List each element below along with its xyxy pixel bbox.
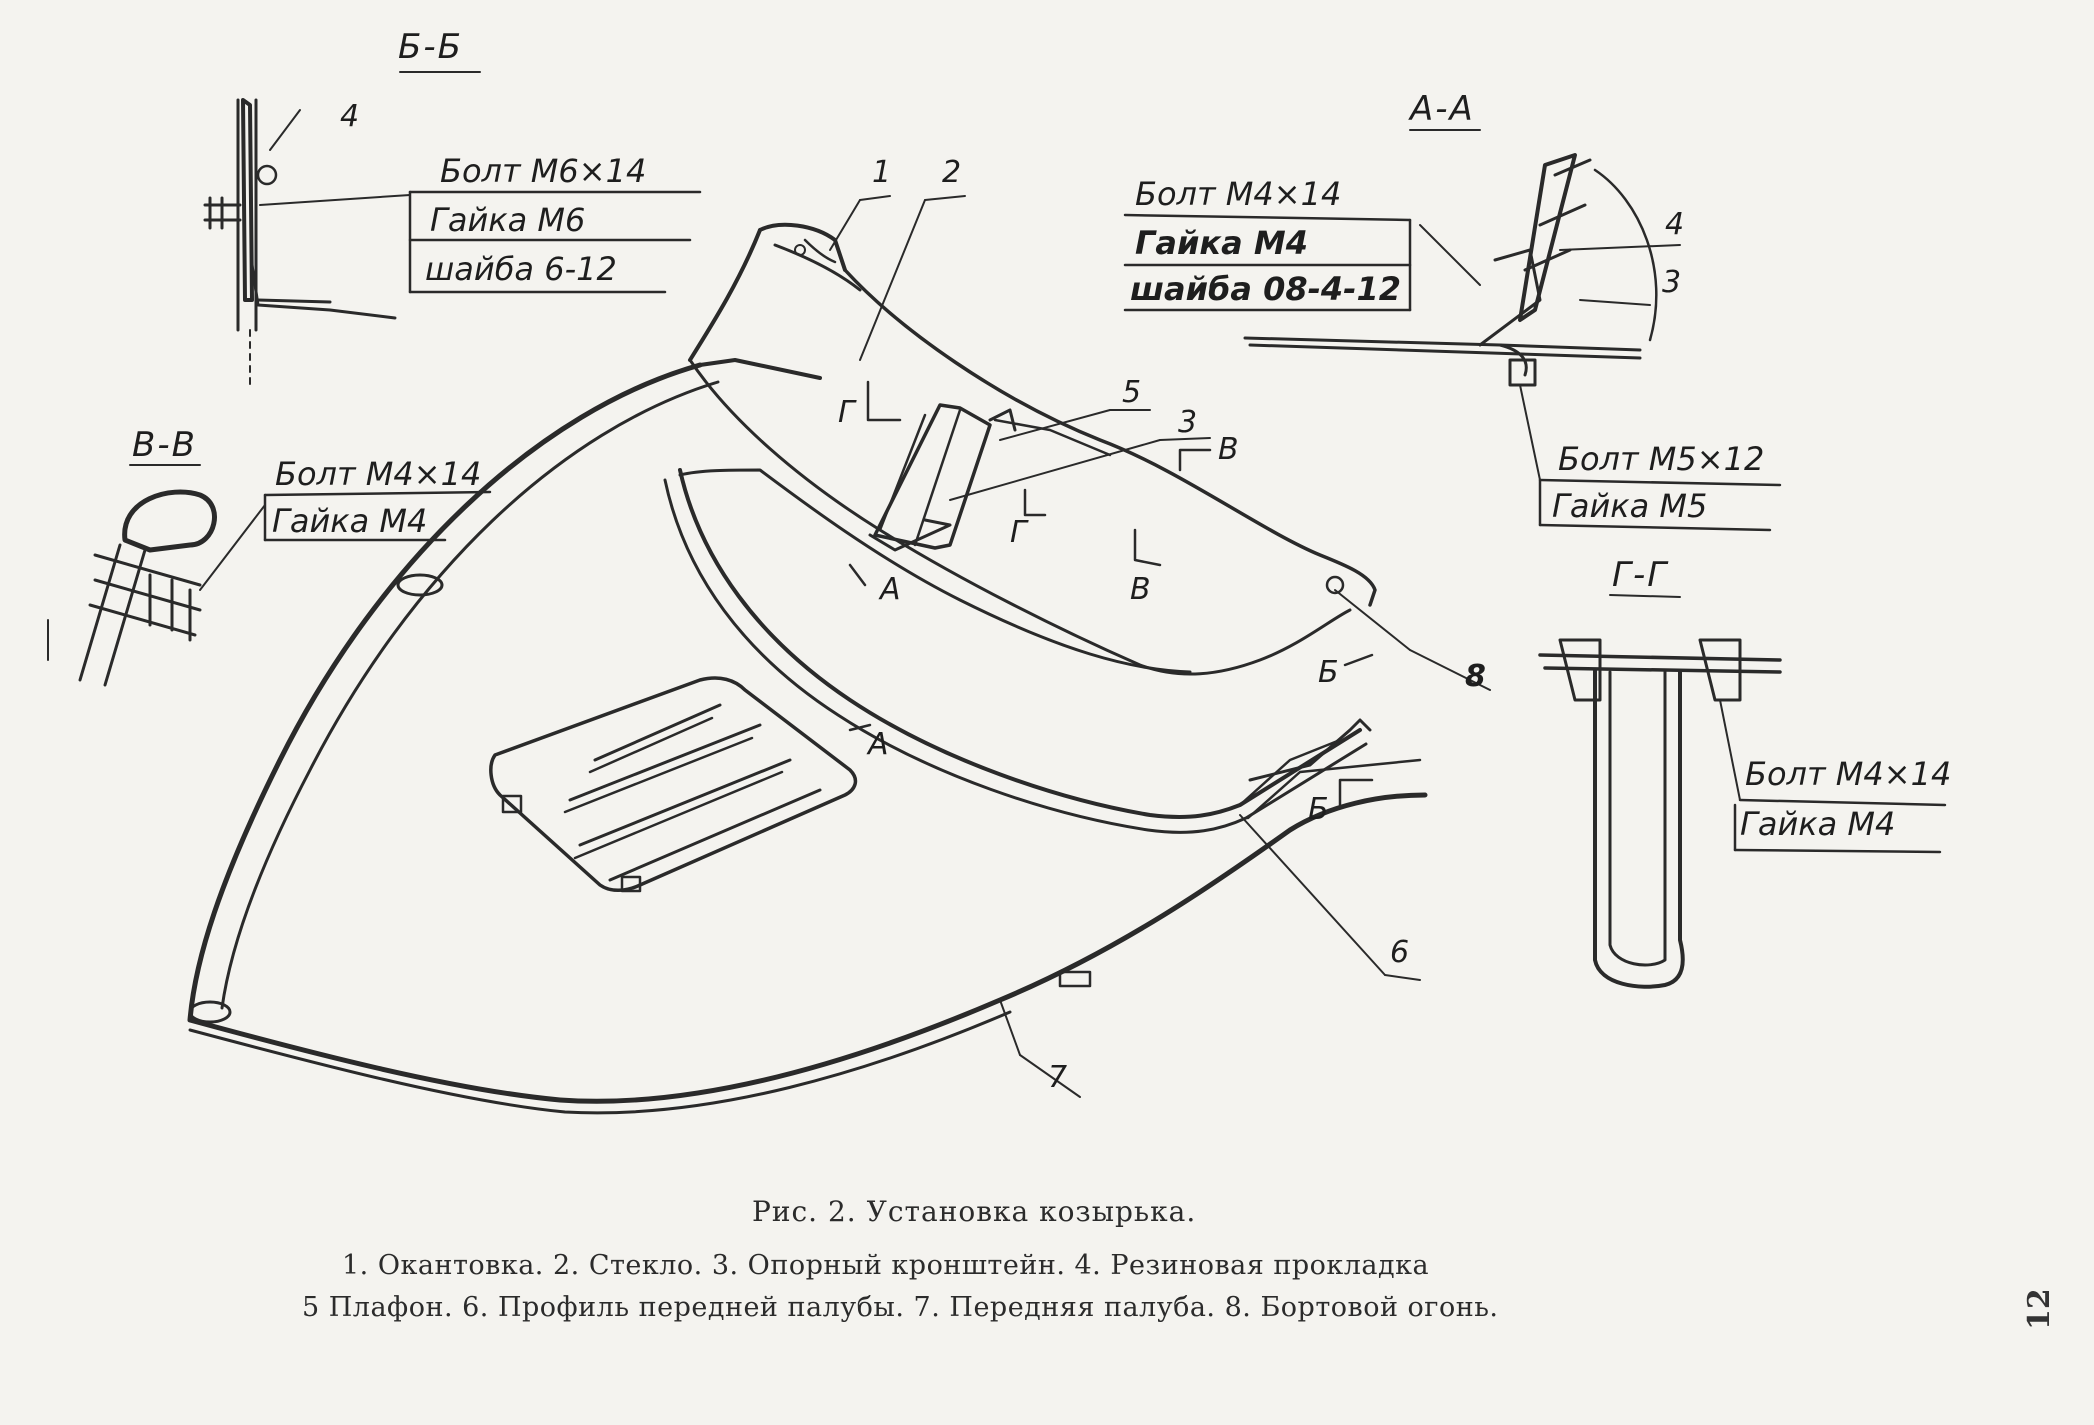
cut-mark-v2: В: [1130, 572, 1151, 607]
section-title-vv: В-В: [132, 425, 197, 465]
figure-caption-legend-line1: 1. Окантовка. 2. Стекло. 3. Опорный крон…: [342, 1250, 1430, 1281]
label-aa-part-4: 4: [1665, 207, 1685, 242]
cut-mark-b1: Б: [1318, 655, 1339, 690]
label-part-3: 3: [1178, 405, 1198, 440]
cut-mark-b2: Б: [1308, 792, 1329, 827]
callout-bb-nut: Гайка М6: [430, 201, 586, 239]
label-part-7: 7: [1048, 1060, 1068, 1095]
label-part-6: 6: [1390, 935, 1410, 970]
section-vv-detail: [47, 464, 492, 687]
callout-bb-bolt: Болт М6×14: [440, 152, 647, 190]
callout-gg-bolt: Болт М4×14: [1745, 755, 1952, 793]
callout-gg-nut: Гайка М4: [1740, 805, 1896, 843]
cut-mark-a1: А: [880, 572, 901, 607]
figure-caption-title: Рис. 2. Установка козырька.: [752, 1195, 1197, 1228]
section-gg-detail: [1538, 594, 1947, 989]
callout-aa-washer: шайба 08-4-12: [1130, 270, 1401, 308]
cut-mark-g2: Г: [1010, 515, 1027, 550]
callout-bb-washer: шайба 6-12: [425, 250, 617, 288]
section-title-bb: Б-Б: [398, 27, 463, 67]
label-bb-part-4: 4: [340, 99, 360, 134]
figure-caption-legend-line2: 5 Плафон. 6. Профиль передней палубы. 7.…: [302, 1292, 1499, 1323]
callout-aa-bolt-m5: Болт М5×12: [1558, 440, 1765, 478]
cut-mark-a2: А: [868, 727, 889, 762]
cut-mark-v1: В: [1218, 432, 1239, 467]
cut-mark-g1: Г: [838, 395, 855, 430]
label-part-2: 2: [942, 155, 962, 190]
callout-aa-nut-m5: Гайка М5: [1552, 487, 1708, 525]
callout-aa-nut: Гайка М4: [1135, 224, 1308, 262]
callout-vv-bolt: Болт М4×14: [275, 455, 482, 493]
label-part-5: 5: [1122, 375, 1142, 410]
section-aa-detail: [1123, 129, 1782, 532]
callout-vv-nut: Гайка М4: [272, 502, 428, 540]
section-title-gg: Г-Г: [1612, 555, 1669, 595]
label-part-8: 8: [1465, 659, 1486, 694]
label-aa-part-3: 3: [1662, 265, 1682, 300]
section-bb-detail: [203, 71, 702, 391]
label-part-1: 1: [872, 155, 892, 190]
page-number: 12: [2022, 1288, 2057, 1330]
section-title-aa: А-А: [1410, 89, 1475, 129]
callout-aa-bolt: Болт М4×14: [1135, 175, 1342, 213]
main-assembly: [187, 195, 1491, 1115]
